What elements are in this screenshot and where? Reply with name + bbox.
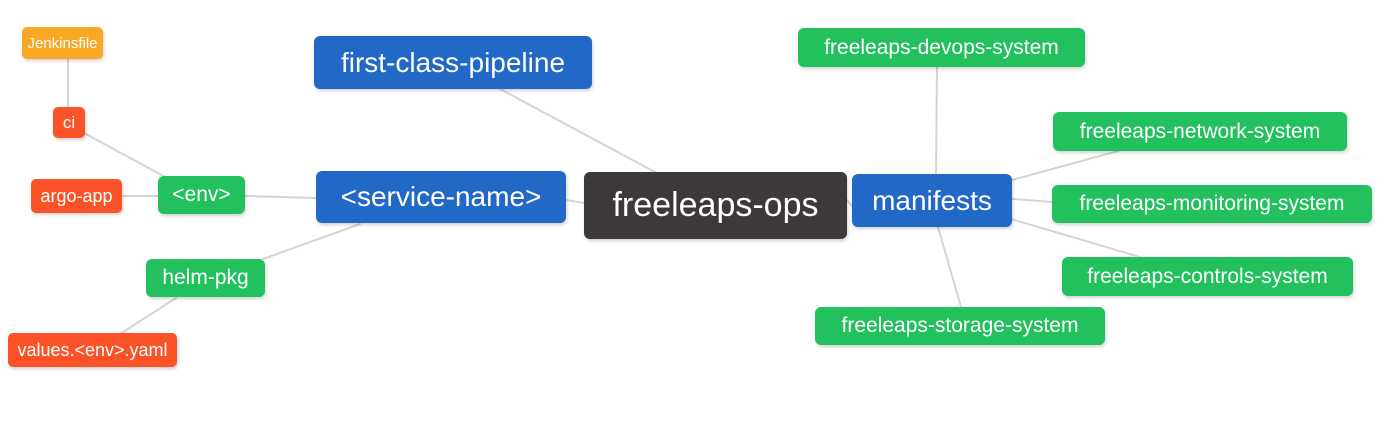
- node-values-env-yaml[interactable]: values.<env>.yaml: [8, 333, 177, 367]
- edge-manifests-controls-system: [1010, 218, 1141, 258]
- node-freeleaps-ops-root[interactable]: freeleaps-ops: [584, 172, 847, 239]
- node-freeleaps-storage-system[interactable]: freeleaps-storage-system: [815, 307, 1105, 345]
- node-jenkinsfile[interactable]: Jenkinsfile: [22, 27, 103, 59]
- edge-manifests-monitoring-system: [1011, 198, 1053, 203]
- node-ci[interactable]: ci: [53, 107, 85, 138]
- node-freeleaps-devops-system[interactable]: freeleaps-devops-system: [798, 28, 1085, 67]
- node-helm-pkg[interactable]: helm-pkg: [146, 259, 265, 297]
- node-service-name[interactable]: <service-name>: [316, 171, 566, 223]
- node-first-class-pipeline[interactable]: first-class-pipeline: [314, 36, 592, 89]
- edge-manifests-network-system: [1011, 150, 1119, 181]
- node-freeleaps-network-system[interactable]: freeleaps-network-system: [1053, 112, 1347, 151]
- edge-manifests-storage-system: [937, 226, 962, 308]
- node-freeleaps-controls-system[interactable]: freeleaps-controls-system: [1062, 257, 1353, 296]
- edge-first-class-pipeline-ops: [499, 88, 656, 173]
- edge-service-name-ops: [565, 199, 585, 204]
- node-argo-app[interactable]: argo-app: [31, 179, 122, 213]
- node-manifests[interactable]: manifests: [852, 174, 1012, 227]
- edge-ops-manifests: [845, 198, 854, 208]
- node-env[interactable]: <env>: [158, 176, 245, 214]
- edge-values-env-yaml-helm-pkg: [119, 297, 177, 335]
- edge-manifests-devops-system: [935, 66, 938, 175]
- edge-env-service-name: [244, 195, 317, 199]
- node-freeleaps-monitoring-system[interactable]: freeleaps-monitoring-system: [1052, 185, 1372, 223]
- edge-helm-pkg-service-name: [262, 223, 361, 260]
- edge-ci-env: [83, 132, 168, 179]
